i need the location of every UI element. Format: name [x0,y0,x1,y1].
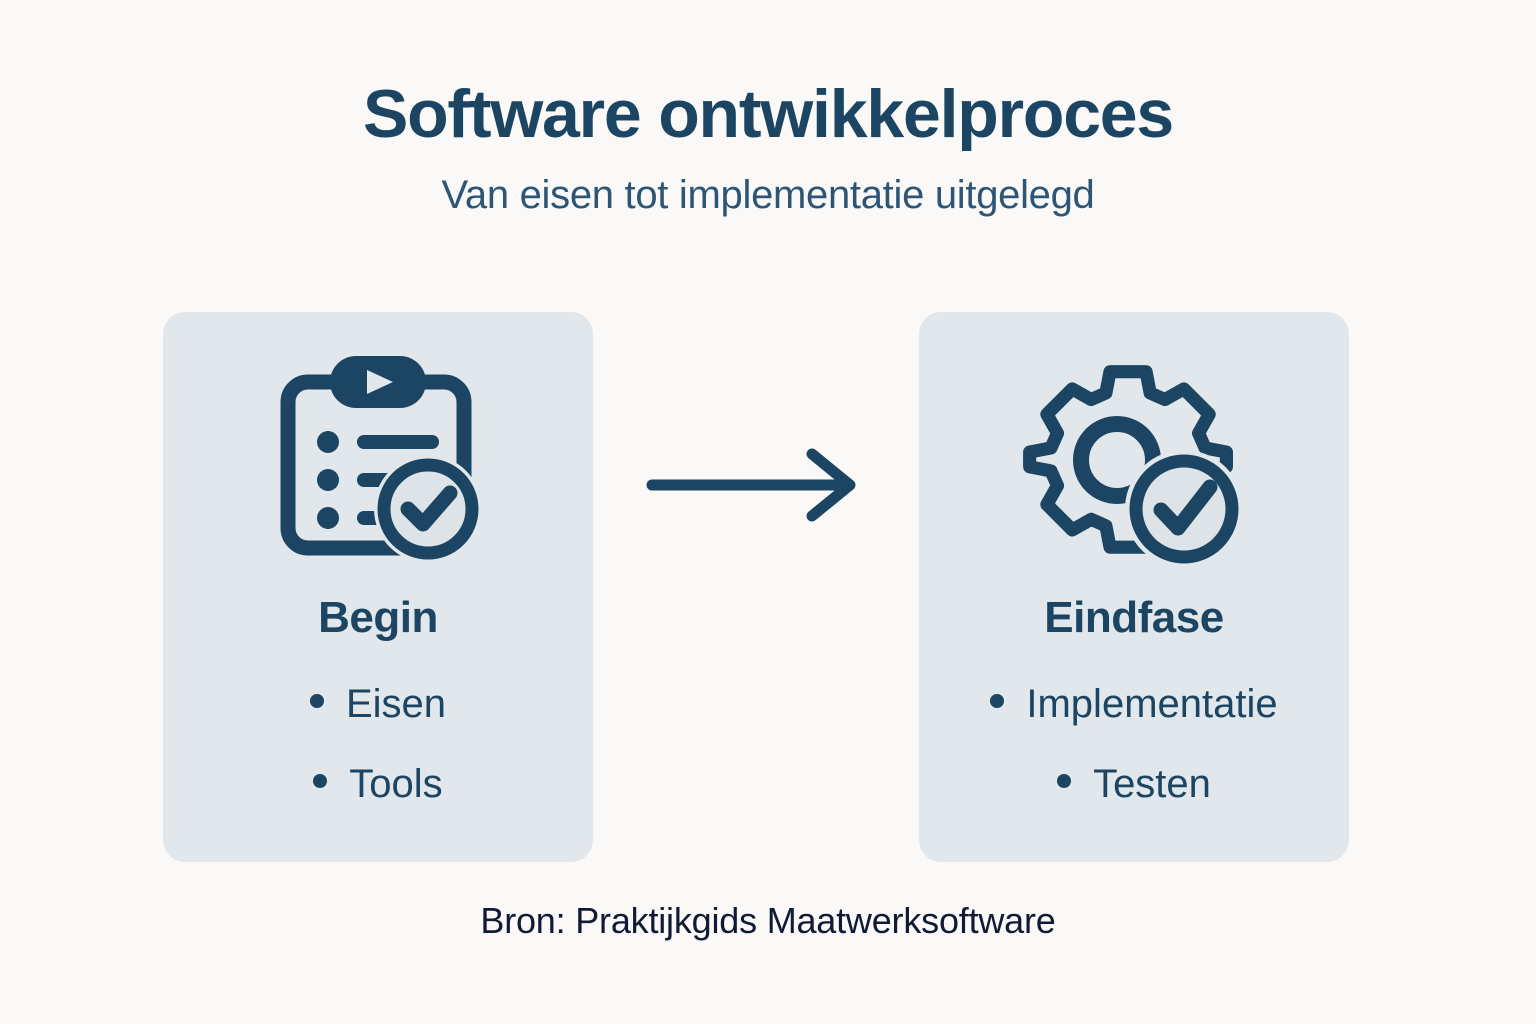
card-begin: Begin Eisen Tools [163,312,593,862]
list-item-label: Testen [1093,762,1211,806]
bullet-dot-icon [1057,774,1072,789]
list-item: Tools [163,764,593,804]
card-heading-eindfase: Eindfase [1044,593,1224,642]
bullet-dot-icon [309,694,324,709]
list-item-label: Tools [349,762,443,806]
bullet-dot-icon [990,694,1005,709]
list-item-label: Eisen [345,682,447,726]
header: Software ontwikkelproces Van eisen tot i… [0,76,1536,218]
source-caption: Bron: Praktijkgids Maatwerksoftware [480,900,1056,941]
list-item: Eisen [163,684,593,724]
bullet-list-begin: Eisen Tools [163,684,593,804]
card-heading-begin: Begin [318,593,438,642]
list-item-label: Implementatie [1026,682,1278,726]
gear-check-icon [919,342,1349,592]
arrow-right-icon [640,440,880,530]
bullet-list-eindfase: Implementatie Testen [919,684,1349,804]
bullet-dot-icon [313,774,328,789]
clipboard-checklist-play-icon [163,342,593,592]
list-item: Testen [919,764,1349,804]
card-eindfase: Eindfase Implementatie Testen [919,312,1349,862]
list-item: Implementatie [919,684,1349,724]
page-subtitle: Van eisen tot implementatie uitgelegd [441,173,1095,218]
page-title: Software ontwikkelproces [362,76,1174,152]
